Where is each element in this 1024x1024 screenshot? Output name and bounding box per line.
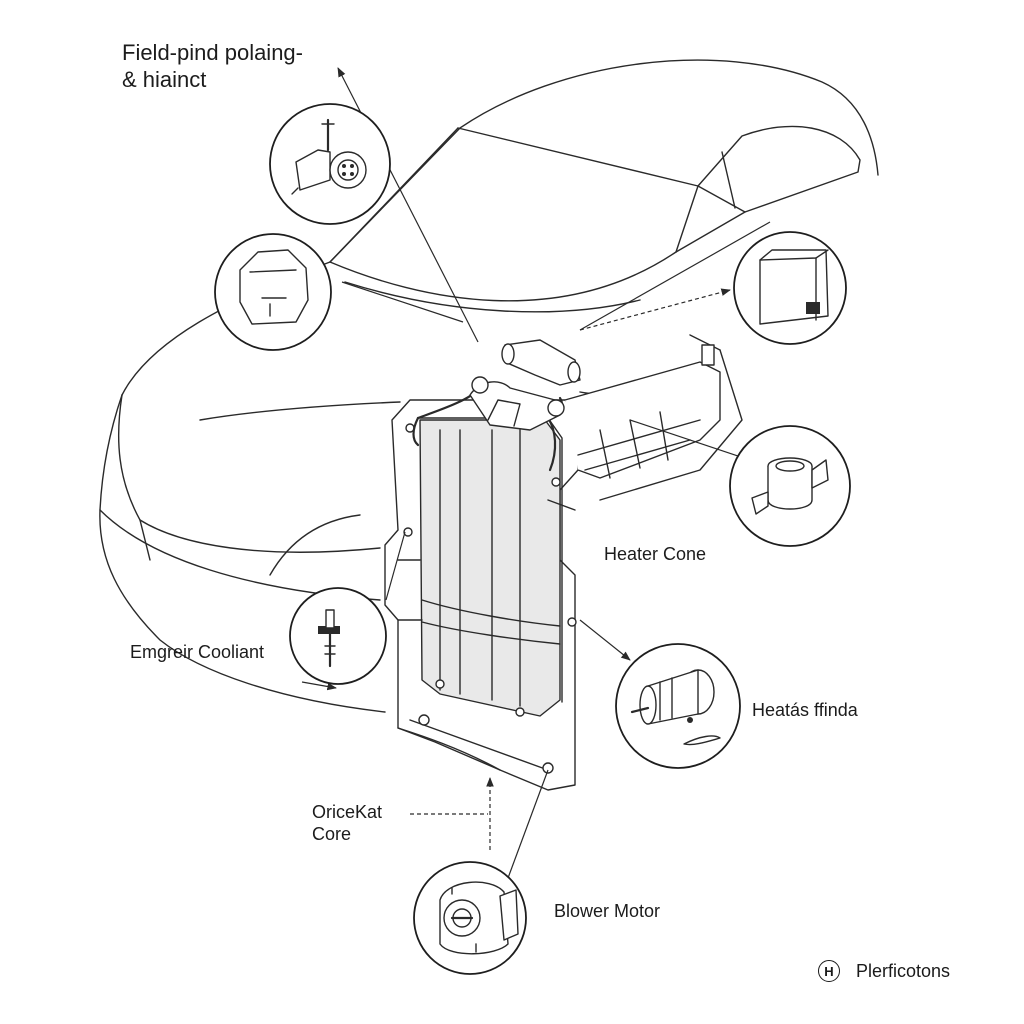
label-engine-coolant: Emgreir Cooliant	[130, 642, 265, 662]
heater-hoses	[412, 339, 581, 472]
callout-housing-cover	[214, 233, 332, 351]
callout-valve-fitting	[269, 103, 391, 225]
label-orifice-line-1: OriceKat	[312, 802, 383, 822]
label-heater-core: Heater Cone	[604, 544, 707, 564]
callout-coolant-sensor	[289, 587, 387, 685]
hvac-housing	[384, 344, 721, 791]
callout-blower-motor	[413, 861, 527, 975]
title-line-1: Field-pind polaing-	[122, 40, 303, 65]
callout-hose-fitting	[729, 425, 851, 547]
label-blower-motor: Blower Motor	[554, 901, 661, 921]
footer-badge: H	[818, 960, 840, 982]
label-orifice-core: OriceKat Core	[312, 802, 382, 846]
callout-actuator-box	[733, 231, 847, 345]
car-body-outline	[99, 59, 879, 713]
footer-legend: H Plerficotons	[818, 960, 950, 982]
label-heater-valve: Heatás ffinda	[752, 700, 858, 720]
callout-heater-valve	[615, 643, 741, 769]
label-orifice-line-2: Core	[312, 823, 352, 844]
footer-text: Plerficotons	[856, 960, 951, 981]
diagram-title: Field-pind polaing- & hiainct	[122, 40, 303, 94]
title-line-2: & hiainct	[122, 66, 207, 92]
